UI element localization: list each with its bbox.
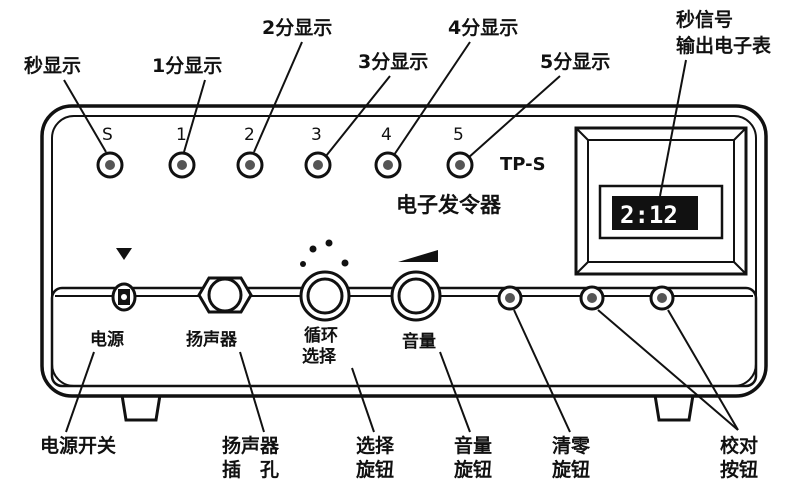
callout-reset-knob-2: 旋钮 bbox=[551, 458, 590, 481]
callout-min1-display: 1分显示 bbox=[152, 55, 222, 77]
cycle-label-1: 循环 bbox=[304, 325, 338, 346]
clock-reading: 2:12 bbox=[620, 201, 678, 229]
model-label: TP-S bbox=[500, 154, 546, 175]
led-s bbox=[96, 151, 124, 179]
right-foot bbox=[653, 394, 695, 422]
led-num-5: 5 bbox=[453, 125, 464, 145]
callout-speaker-jack-2: 插 孔 bbox=[222, 459, 279, 481]
power-switch[interactable] bbox=[111, 248, 137, 312]
power-label: 电源 bbox=[90, 329, 124, 350]
callout-min2-display: 2分显示 bbox=[262, 17, 332, 39]
device-name: 电子发令器 bbox=[396, 193, 502, 217]
calib-button-2[interactable] bbox=[649, 285, 675, 311]
callout-sec-display: 秒显示 bbox=[24, 54, 81, 77]
led-num-3: 3 bbox=[311, 125, 322, 145]
led-row bbox=[96, 151, 474, 179]
callout-reset-knob-1: 清零 bbox=[552, 434, 591, 457]
speaker-jack[interactable] bbox=[197, 276, 253, 314]
reset-knob[interactable] bbox=[497, 285, 523, 311]
led-3 bbox=[304, 151, 332, 179]
volume-knob[interactable] bbox=[390, 250, 442, 322]
led-numbers: S 1 2 3 4 5 bbox=[102, 125, 464, 145]
callout-volume-knob-1: 音量 bbox=[454, 434, 492, 457]
callout-min4-display: 4分显示 bbox=[448, 17, 518, 39]
calib-button-1[interactable] bbox=[579, 285, 605, 311]
led-num-2: 2 bbox=[244, 125, 255, 145]
cycle-select-knob[interactable] bbox=[299, 239, 351, 322]
led-4 bbox=[374, 151, 402, 179]
callout-select-knob-1: 选择 bbox=[356, 435, 395, 457]
led-num-1: 1 bbox=[176, 125, 187, 145]
led-num-s: S bbox=[102, 125, 113, 145]
callout-power-switch: 电源开关 bbox=[40, 434, 116, 457]
callout-min5-display: 5分显示 bbox=[540, 51, 610, 73]
callout-sec-signal-2: 输出电子表 bbox=[676, 34, 772, 57]
led-2 bbox=[236, 151, 264, 179]
callout-volume-knob-2: 旋钮 bbox=[453, 458, 492, 481]
callout-speaker-jack-1: 扬声器 bbox=[222, 434, 280, 457]
top-leader-lines bbox=[63, 41, 687, 197]
led-num-4: 4 bbox=[381, 125, 392, 145]
speaker-label: 扬声器 bbox=[186, 329, 238, 350]
bottom-leader-lines bbox=[65, 309, 739, 433]
led-1 bbox=[168, 151, 196, 179]
cycle-label-2: 选择 bbox=[302, 346, 337, 367]
clock-window: 2:12 bbox=[574, 126, 748, 276]
callout-calib-button-2: 按钮 bbox=[720, 458, 758, 481]
callout-select-knob-2: 旋钮 bbox=[355, 458, 394, 481]
led-5 bbox=[446, 151, 474, 179]
left-foot bbox=[120, 394, 162, 422]
callout-calib-button-1: 校对 bbox=[720, 434, 758, 457]
callout-min3-display: 3分显示 bbox=[358, 51, 428, 73]
callout-sec-signal-1: 秒信号 bbox=[676, 8, 733, 31]
volume-label: 音量 bbox=[402, 331, 436, 352]
